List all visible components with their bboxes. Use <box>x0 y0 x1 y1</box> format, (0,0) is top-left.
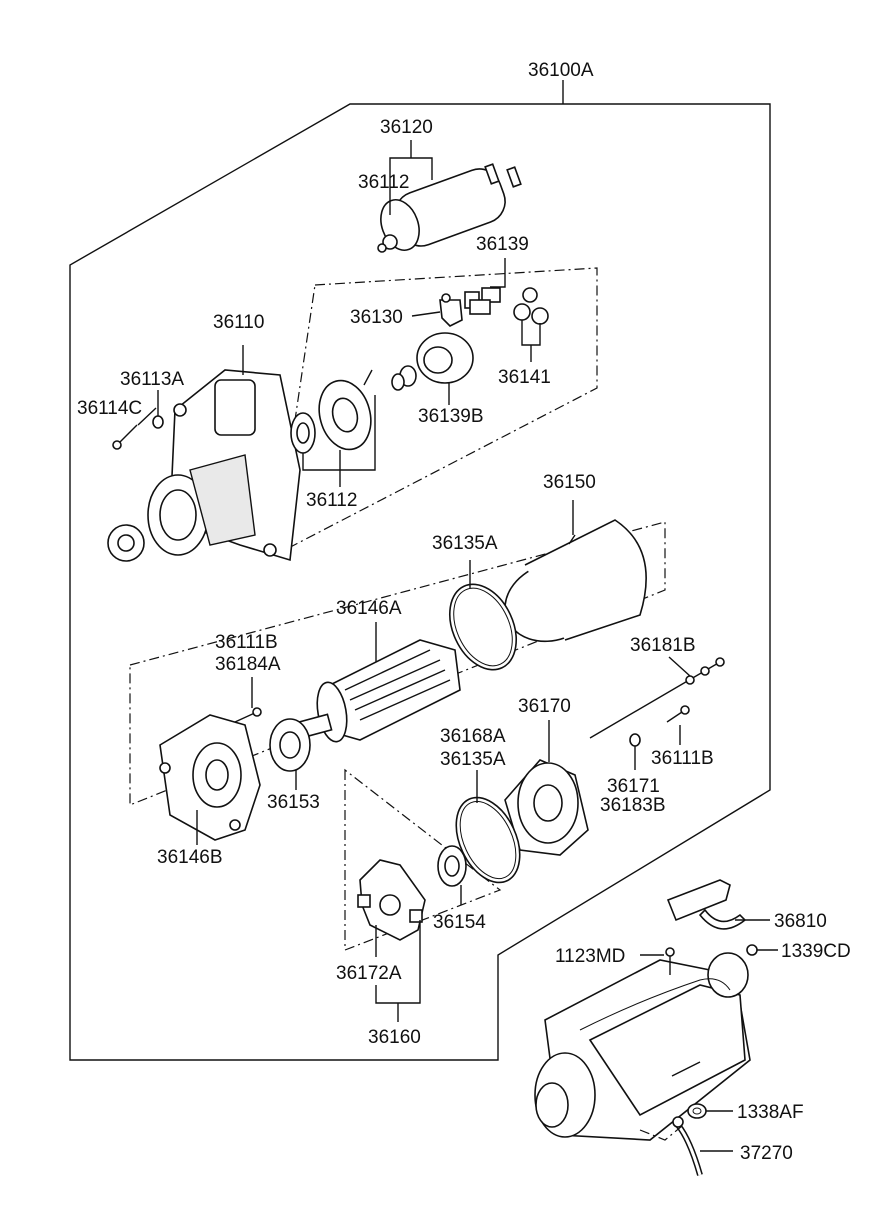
label-washer-c: 36183B <box>600 795 666 816</box>
front-housing-part <box>147 369 301 562</box>
label-armature: 36146A <box>336 598 402 619</box>
screw-right-part <box>666 705 690 723</box>
washer-part <box>152 415 164 429</box>
label-screw-c: 36111B <box>651 748 714 769</box>
label-seal-a: 36168A <box>440 726 506 747</box>
label-yoke: 36150 <box>543 472 596 493</box>
solenoid-part <box>377 163 522 253</box>
bearing-rear-part <box>269 718 311 772</box>
oring-front-part <box>449 583 517 671</box>
label-bearing-rear: 36153 <box>267 792 320 813</box>
label-bearing-small: 36154 <box>433 912 486 933</box>
label-screw-b: 36184A <box>215 654 281 675</box>
yoke-subframe <box>129 521 666 806</box>
lever-leader <box>411 311 441 317</box>
yoke-part <box>504 519 647 643</box>
through-bolt-part <box>589 657 725 739</box>
label-bolt: 36114C <box>77 398 142 419</box>
label-screw-a: 36111B <box>215 632 278 653</box>
label-pinion-gears: 36141 <box>498 367 551 388</box>
label-lever: 36130 <box>350 307 403 328</box>
lever-kit-leader <box>490 258 506 288</box>
cable-part <box>672 1116 703 1176</box>
label-rear-bracket: 36146B <box>157 847 223 868</box>
bearing-set-part <box>290 369 373 454</box>
label-brush-holder: 36172A <box>336 963 402 984</box>
label-nut-cable: 1338AF <box>737 1102 804 1123</box>
pinion-gears-part <box>513 287 549 325</box>
label-bearing-set: 36112 <box>306 490 357 511</box>
label-seal-b: 36135A <box>440 749 506 770</box>
label-brush-assy: 36160 <box>368 1027 421 1048</box>
label-oring-front: 36135A <box>432 533 498 554</box>
bolt-part <box>112 424 138 450</box>
cable-nut-part <box>687 1103 707 1119</box>
label-lever-kit: 36139 <box>476 234 529 255</box>
label-washer: 36113A <box>120 369 184 390</box>
clutch-subframe <box>274 267 598 557</box>
label-bolt-mount: 1123MD <box>555 946 625 967</box>
label-solenoid: 36120 <box>380 117 433 138</box>
label-assembly: 36100A <box>528 60 594 81</box>
bearing-small-part <box>437 845 467 887</box>
label-cable: 37270 <box>740 1143 793 1164</box>
starter-assembly-part <box>534 952 751 1141</box>
assembly-frame <box>69 103 771 1061</box>
mount-nut-part <box>746 944 758 956</box>
label-nut-mount: 1339CD <box>781 941 851 962</box>
end-cover-part <box>504 759 589 856</box>
label-clutch: 36139B <box>418 406 484 427</box>
bolt-leader <box>137 407 157 426</box>
washer-b-part <box>629 733 641 747</box>
label-washer-b: 36171 <box>607 776 660 797</box>
screw-part <box>234 707 262 723</box>
clutch-part <box>391 332 474 391</box>
mount-bolt-part <box>665 947 675 975</box>
label-front-housing: 36110 <box>213 312 264 333</box>
mount-bracket-part <box>666 879 747 930</box>
drive-pinion-part <box>107 524 145 562</box>
rear-bracket-part <box>159 714 261 841</box>
brush-holder-part <box>357 859 426 941</box>
bearing-set-leader <box>302 395 376 471</box>
through-bolt-leader <box>668 656 691 677</box>
armature-part <box>297 639 461 743</box>
label-end-cover: 36170 <box>518 696 571 717</box>
lever-kit-part <box>439 287 501 327</box>
label-bracket: 36810 <box>774 911 827 932</box>
label-solenoid-sub: 36112 <box>358 172 409 193</box>
label-through-bolt: 36181B <box>630 635 696 656</box>
